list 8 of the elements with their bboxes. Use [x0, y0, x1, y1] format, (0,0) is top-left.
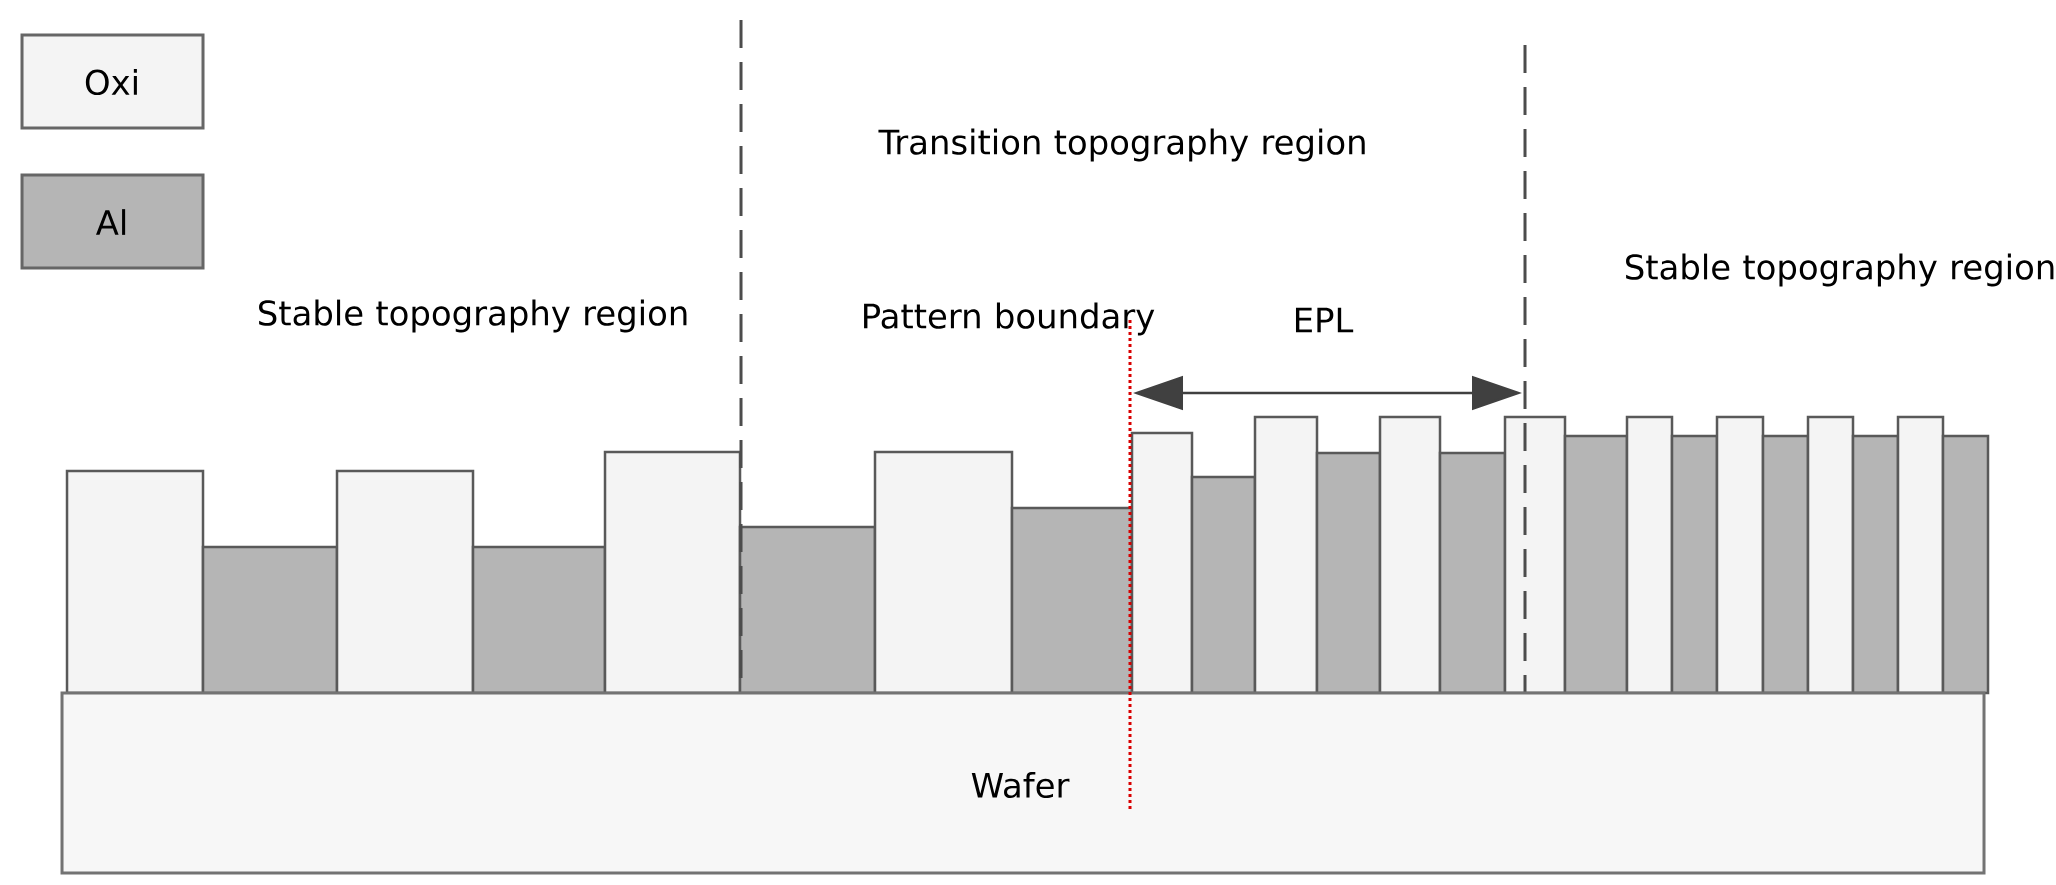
legend-label: Oxi: [85, 68, 137, 96]
region-label: Transition topography region: [878, 128, 1365, 162]
region-label: Stable topography region: [1626, 253, 2054, 287]
legend-label: Al: [96, 209, 126, 235]
region-label: Stable topography region: [259, 299, 687, 333]
wafer-box: Wafer: [60, 691, 1986, 875]
region-label: EPL: [1296, 307, 1354, 333]
region-label: Pattern boundary: [864, 302, 1155, 336]
